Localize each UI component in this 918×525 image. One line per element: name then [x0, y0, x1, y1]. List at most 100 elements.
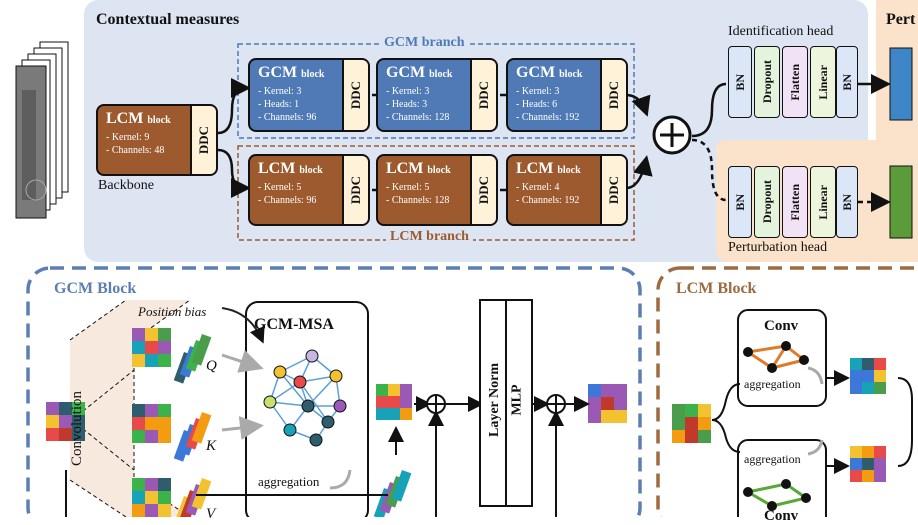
gcm-block-1-param: - Heads: 1 — [258, 99, 300, 110]
backbone-lcm-block: LCM block - Kernel: 9 - Channels: 48 DDC — [96, 104, 218, 176]
query-token-strip — [191, 334, 212, 366]
attention-node — [309, 433, 323, 447]
identification-head-layer-bn: BN — [836, 46, 858, 118]
key-label: K — [206, 438, 217, 454]
lcm-block-1-name: LCM — [258, 160, 300, 177]
value-label: V — [206, 506, 216, 522]
key-token-strip — [191, 412, 212, 444]
convolution-band — [69, 299, 191, 517]
backbone-lcm-block-param: - Channels: 48 — [106, 145, 165, 156]
key-token-grid — [132, 404, 171, 443]
aggregated-value-strip — [391, 470, 412, 502]
perturbation-title: Pert — [886, 11, 916, 28]
gcm-block-3-title: GCM block — [516, 64, 582, 82]
lcm-branch-label: LCM branch — [386, 229, 473, 245]
query-label: Q — [206, 358, 217, 374]
gcm-block-3-param: - Heads: 6 — [516, 99, 558, 110]
perturbation-output — [889, 165, 913, 239]
gcm-branch-label: GCM branch — [380, 35, 469, 51]
identification-head-layer-bn: BN — [728, 46, 752, 118]
attention-node — [333, 399, 347, 413]
attention-node — [301, 399, 315, 413]
feature-grids — [46, 328, 886, 517]
backbone-lcm-block-param: - Kernel: 9 — [106, 132, 150, 143]
lcm-block-3-ddc: DDC — [600, 156, 626, 224]
attention-node — [329, 369, 343, 383]
lcm-block-2-param: - Channels: 128 — [386, 195, 450, 206]
gcm-aggregation-label: aggregation — [258, 474, 320, 489]
lcm-aggregation-top: aggregation — [744, 377, 801, 391]
attention-edge — [279, 371, 309, 407]
lcm-block-title: LCM Block — [676, 280, 757, 297]
attention-node — [321, 415, 335, 429]
lcm-block-2-ddc: DDC — [470, 156, 496, 224]
lcm-block-1: LCM block - Kernel: 5 - Channels: 96 DDC — [248, 154, 370, 226]
attention-node — [263, 395, 277, 409]
backbone-lcm-block-title: LCM block — [106, 110, 171, 128]
layer-norm-label: Layer Norm — [487, 363, 502, 437]
gcm-msa-title: GCM-MSA — [254, 316, 334, 333]
perturbation-head-layer-dropout: Dropout — [754, 166, 780, 238]
gcm-block-2-suffix: block — [429, 69, 453, 80]
backbone-lcm-block-name: LCM — [106, 110, 148, 127]
lcm-aggregation-bottom: aggregation — [744, 452, 801, 466]
backbone-lcm-block-suffix: block — [147, 115, 171, 126]
gcm-block-3-ddc: DDC — [600, 60, 626, 130]
attention-node — [273, 365, 287, 379]
lcm-conv-title: Conv — [764, 318, 799, 334]
identification-head-layer-label: BN — [839, 73, 854, 91]
identification-head-label: Identification head — [728, 24, 834, 39]
lcm-block-3-title: LCM block — [516, 160, 581, 178]
value-token-strip — [191, 478, 212, 510]
mlp-label: MLP — [509, 384, 525, 416]
gcm-block-1-param: - Kernel: 3 — [258, 86, 302, 97]
perturbation-head-layer-bn: BN — [728, 166, 752, 238]
convolution-label: Convolution — [69, 390, 86, 467]
perturbation-head-layer-label: BN — [839, 193, 854, 211]
identification-head-layer-label: Flatten — [787, 63, 802, 101]
position-bias-label: Position bias — [138, 304, 207, 319]
gcm-block-2-ddc-label: DDC — [476, 80, 491, 110]
msa-output-grid — [376, 384, 412, 420]
gcm-output-grid — [588, 384, 627, 423]
gcm-block-title: GCM Block — [54, 280, 137, 297]
lcm-block-1-param: - Channels: 96 — [258, 195, 317, 206]
gcm-block-2-title: GCM block — [386, 64, 452, 82]
perturbation-head-layer-linear: Linear — [810, 166, 836, 238]
backbone-label: Backbone — [98, 178, 154, 193]
backbone-lcm-block-ddc-label: DDC — [196, 125, 211, 155]
input-feature-grid — [46, 402, 85, 441]
identification-head-layer-dropout: Dropout — [754, 46, 780, 118]
gcm-block-3: GCM block - Kernel: 3 - Heads: 6 - Channels… — [506, 58, 628, 132]
perturbation-head-label: Perturbation head — [728, 240, 828, 255]
identification-head-layer-label: Linear — [815, 64, 830, 100]
attention-graph — [263, 349, 347, 447]
gcm-block-1-ddc: DDC — [342, 60, 368, 130]
perturbation-head-layer-label: BN — [732, 193, 747, 211]
gcm-block-2-param: - Kernel: 3 — [386, 86, 430, 97]
attention-edge — [299, 381, 329, 423]
lcm-block-1-title: LCM block — [258, 160, 323, 178]
lcm-block-3-suffix: block — [557, 165, 581, 176]
identification-output — [889, 47, 913, 121]
lcm-input-grid — [672, 404, 711, 443]
lcm-block-1-param: - Kernel: 5 — [258, 182, 302, 193]
gcm-block-1: GCM block- Kernel: 3- Heads: 1- Channels… — [248, 58, 370, 132]
gcm-block-2-name: GCM — [386, 64, 430, 81]
gcm-block-3-param: - Kernel: 3 — [516, 86, 560, 97]
gcm-block-2-param: - Heads: 3 — [386, 99, 428, 110]
attention-node — [283, 423, 297, 437]
gcm-block-2: GCM block- Kernel: 3- Heads: 3- Channels… — [376, 58, 498, 132]
gcm-block-panel — [26, 266, 642, 517]
identification-head-layer-label: BN — [732, 73, 747, 91]
value-token-grid — [132, 478, 171, 517]
gcm-block-3-suffix: block — [559, 69, 583, 80]
lcm-block-2-suffix: block — [427, 165, 451, 176]
lcm-local-graph-top — [743, 341, 809, 373]
lcm-block-3-ddc-label: DDC — [606, 175, 621, 205]
gcm-block-3-param: - Channels: 192 — [516, 112, 580, 123]
gcm-block-1-title: GCM block — [258, 64, 324, 82]
lcm-block-1-ddc-label: DDC — [348, 175, 363, 205]
